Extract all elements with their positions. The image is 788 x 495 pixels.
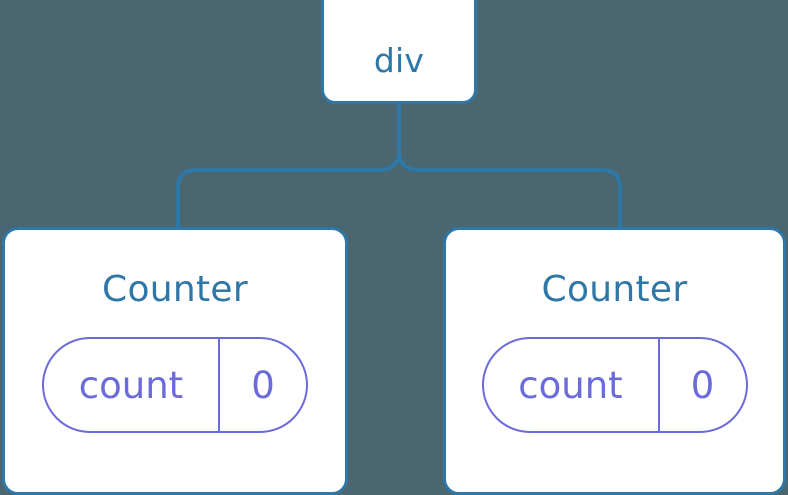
node-div-label: div (373, 41, 425, 80)
state-key-right: count (484, 339, 660, 431)
counter-title-right: Counter (541, 269, 688, 310)
node-counter-left[interactable]: Counter count 0 (2, 227, 348, 495)
state-key-left: count (44, 339, 220, 431)
state-value-left: 0 (251, 363, 275, 407)
node-counter-right[interactable]: Counter count 0 (443, 227, 786, 495)
state-value-right: 0 (690, 363, 715, 407)
state-pill-left[interactable]: count 0 (42, 337, 308, 433)
counter-title-left: Counter (102, 269, 248, 310)
state-pill-right[interactable]: count 0 (481, 337, 748, 433)
connector-branch-right (397, 151, 622, 227)
node-div[interactable]: div (321, 0, 477, 104)
connector-branch-left (176, 151, 401, 227)
